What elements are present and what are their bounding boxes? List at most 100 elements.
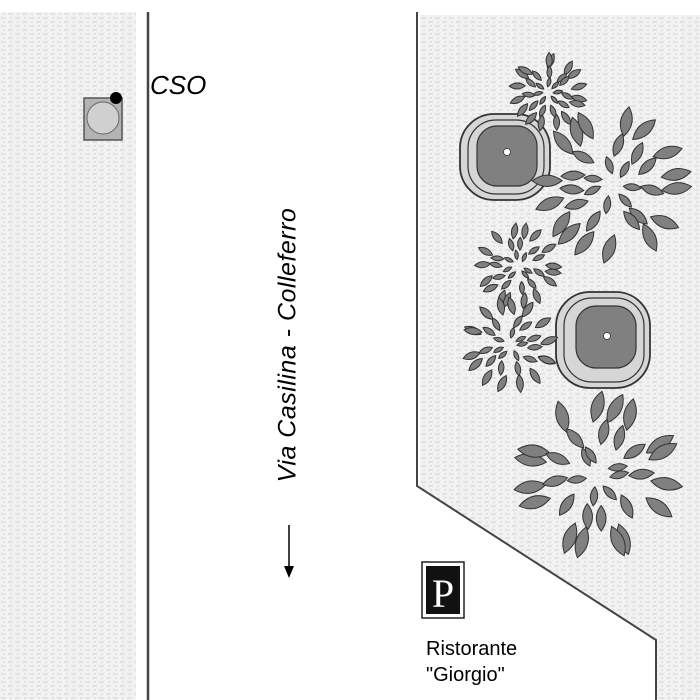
shrub-leaf xyxy=(623,210,641,231)
shrub-leaf xyxy=(542,276,558,287)
shrub-leaf xyxy=(492,346,505,353)
shrub-leaf xyxy=(566,475,588,484)
shrub-leaf xyxy=(649,215,680,230)
shrub-leaf xyxy=(491,273,506,280)
shrub-leaf xyxy=(652,145,683,160)
shrub-leaf xyxy=(590,390,605,423)
shrub-leaf xyxy=(479,306,494,321)
shrub-leaf xyxy=(589,485,599,507)
shrub-leaf xyxy=(568,100,586,108)
shrub-leaf xyxy=(519,280,525,296)
shrub-leaf xyxy=(519,321,533,331)
shrub-leaf xyxy=(632,119,657,141)
shrub-group xyxy=(462,51,693,559)
restaurant-name-line2: "Giorgio" xyxy=(426,664,505,686)
shrub-leaf xyxy=(631,141,644,165)
shrub-leaf xyxy=(612,133,625,158)
shrub-leaf xyxy=(609,470,630,480)
shrub-leaf xyxy=(477,246,494,256)
shrub-leaf xyxy=(529,229,542,242)
shrub-leaf xyxy=(552,89,564,95)
shrub-leaf xyxy=(535,82,545,90)
shrub-leaf xyxy=(523,267,533,274)
restaurant-label: Ristorante "Giorgio" xyxy=(426,636,517,688)
shrub-leaf xyxy=(525,112,538,125)
shrub-leaf xyxy=(648,442,678,461)
restaurant-name-line1: Ristorante xyxy=(426,638,518,660)
shrub-leaf xyxy=(607,463,629,472)
shrub-leaf xyxy=(520,291,528,310)
shrub-leaf xyxy=(518,495,552,510)
shrub-leaf xyxy=(610,525,626,557)
shrub-leaf xyxy=(521,301,534,318)
shrub-leaf xyxy=(623,443,646,459)
shrub-leaf xyxy=(485,355,497,367)
shrub-leaf xyxy=(526,344,543,351)
shrub-leaf xyxy=(552,211,571,238)
shrub-leaf xyxy=(650,476,684,491)
shrub-leaf xyxy=(544,268,562,276)
shrub-leaf xyxy=(546,76,552,88)
shrub-leaf xyxy=(532,287,541,305)
shrub-leaf xyxy=(488,261,503,268)
parking-symbol: P xyxy=(432,571,454,616)
shrub-leaf xyxy=(565,428,585,449)
shrub-leaf xyxy=(516,341,529,347)
shrub-leaf xyxy=(527,278,537,290)
shrub-leaf xyxy=(619,106,633,138)
shrub-leaf xyxy=(619,160,630,179)
shrub-leaf xyxy=(564,198,589,210)
shrub-leaf xyxy=(509,326,516,339)
shrub-leaf xyxy=(509,95,526,105)
shrub-leaf xyxy=(517,66,534,75)
shrub-leaf xyxy=(602,485,618,501)
shrub-leaf xyxy=(522,355,538,363)
shrub-leaf xyxy=(462,351,481,361)
shrub-leaf xyxy=(627,468,655,480)
shrub-leaf xyxy=(508,237,515,252)
shrub-leaf xyxy=(482,283,499,293)
shrub-leaf xyxy=(571,150,595,164)
shrub-leaf xyxy=(497,374,508,393)
shrub-leaf xyxy=(491,317,501,332)
shrub-leaf xyxy=(531,174,564,188)
shrub-leaf xyxy=(583,174,603,183)
shrub-leaf xyxy=(559,493,575,516)
shrub-leaf xyxy=(496,296,506,316)
shrub-leaf xyxy=(533,268,546,277)
shrub-leaf xyxy=(481,369,493,386)
shrub-leaf xyxy=(521,251,528,263)
shrub-leaf xyxy=(537,355,557,365)
shrub-leaf xyxy=(526,334,542,342)
shrub-leaf xyxy=(638,157,657,176)
shrub-leaf xyxy=(508,82,527,90)
shrub-leaf xyxy=(513,315,523,329)
shrub-leaf xyxy=(558,184,585,195)
shrub-leaf xyxy=(645,497,673,518)
tree-bed-lower xyxy=(555,291,651,389)
shrub-leaf xyxy=(562,522,578,554)
tree-bed-upper xyxy=(459,113,551,201)
shrub-leaf xyxy=(577,111,594,140)
shrub-leaf xyxy=(555,400,570,433)
shrub-leaf xyxy=(479,275,493,288)
shrub-leaf xyxy=(544,262,563,270)
shrub-leaf xyxy=(570,82,588,91)
shrub-leaf xyxy=(540,336,559,346)
shrub-leaf xyxy=(595,504,607,532)
shrub-leaf xyxy=(642,223,658,252)
shrub-leaf xyxy=(618,193,633,208)
shrub-leaf xyxy=(514,249,519,261)
road-name-label: Via Casilina - Colleferro xyxy=(273,207,302,483)
shrub-leaf xyxy=(539,104,547,118)
shrub-leaf xyxy=(602,234,617,264)
shrub-leaf xyxy=(473,261,492,269)
shrub-leaf xyxy=(534,317,552,329)
shrub-leaf xyxy=(613,424,626,451)
shrub-leaf xyxy=(507,296,516,316)
shrub-leaf xyxy=(557,100,570,109)
shrub-leaf xyxy=(517,236,523,251)
shrub-leaf xyxy=(550,95,559,104)
shrub-leaf xyxy=(660,182,693,195)
cso-marker[interactable] xyxy=(83,92,123,141)
